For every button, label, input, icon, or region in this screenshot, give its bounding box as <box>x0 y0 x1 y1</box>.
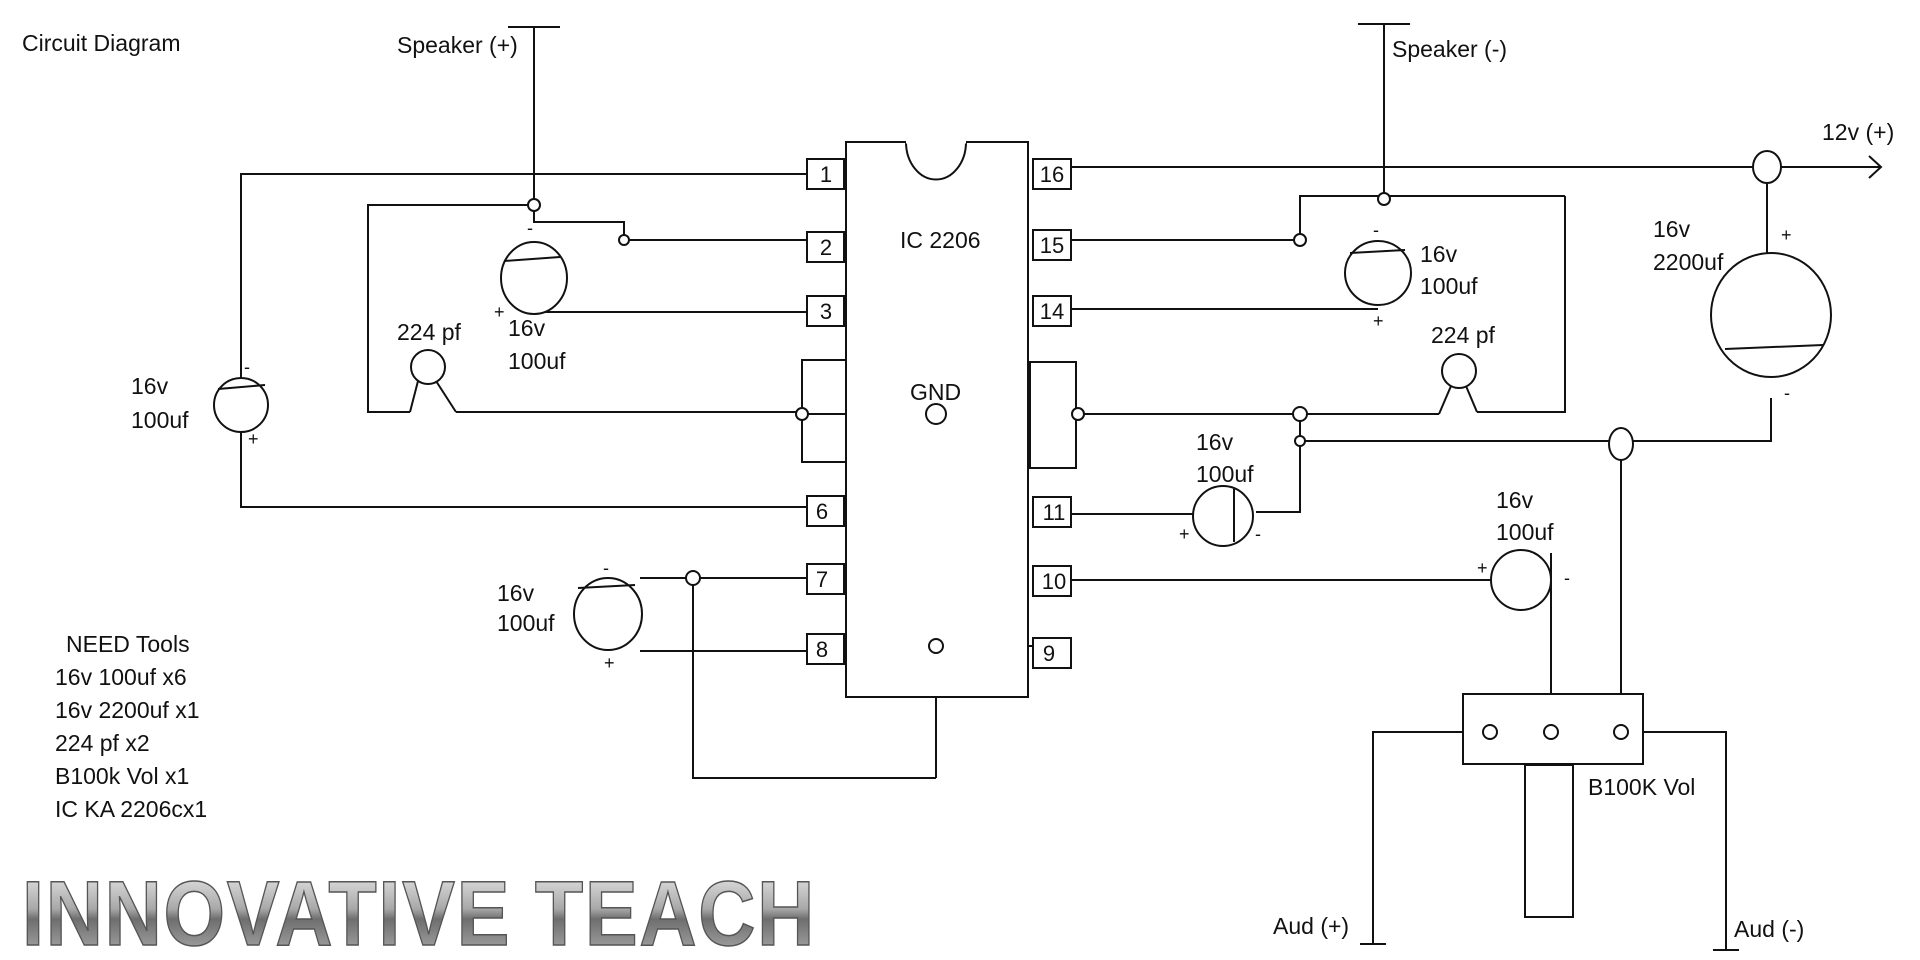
cap-pin10-voltage: 16v <box>1496 487 1534 513</box>
capacitor-right-pin11 <box>1192 485 1254 547</box>
cap-pin2-plus: + <box>494 302 505 322</box>
pin-11: 11 <box>1043 500 1066 525</box>
cap-pin10-plus: + <box>1477 558 1488 578</box>
cap-pin2-minus: - <box>527 218 533 238</box>
capacitor-right-pin10 <box>1490 549 1552 611</box>
capacitor-2200uf <box>1710 252 1832 378</box>
capacitor-left-pin2-pin3 <box>500 241 568 315</box>
cap-224-right-label: 224 pf <box>1431 322 1496 348</box>
pin-2: 2 <box>820 235 832 260</box>
tools-item-4: B100k Vol x1 <box>55 763 189 789</box>
tools-title: NEED Tools <box>66 631 190 657</box>
cap-left-value: 100uf <box>131 407 189 433</box>
cap-left-voltage: 16v <box>131 373 169 399</box>
cap-pin15-value: 100uf <box>1420 273 1478 299</box>
capacitor-left-pin1-pin6 <box>213 377 269 433</box>
pin-1: 1 <box>820 162 832 187</box>
pin-9: 9 <box>1043 641 1055 666</box>
cap-left-minus: - <box>244 357 250 377</box>
cap-pin2-value: 100uf <box>508 348 566 374</box>
cap-pin10-minus: - <box>1564 568 1570 588</box>
pin-10: 10 <box>1042 569 1066 594</box>
cap-pin7-minus: - <box>603 558 609 578</box>
potentiometer <box>1462 693 1644 918</box>
cap-pin15-plus: + <box>1373 311 1384 331</box>
pin-6: 6 <box>816 499 828 524</box>
junction-nodes <box>527 150 1782 654</box>
pin-8: 8 <box>816 637 828 662</box>
cap-pin7-value: 100uf <box>497 610 555 636</box>
cap-2200-value: 2200uf <box>1653 249 1724 275</box>
cap-224-left-label: 224 pf <box>397 319 462 345</box>
cap-pin11-value: 100uf <box>1196 461 1254 487</box>
pin-3: 3 <box>820 299 832 324</box>
speaker-positive-label: Speaker (+) <box>397 32 518 58</box>
cap-2200-minus: - <box>1784 383 1790 403</box>
page-title: Circuit Diagram <box>22 30 180 56</box>
tools-item-2: 16v 2200uf x1 <box>55 697 200 723</box>
audio-negative-label: Aud (-) <box>1734 916 1804 942</box>
capacitor-left-pin7-pin8 <box>573 577 643 651</box>
cap-pin11-voltage: 16v <box>1196 429 1234 455</box>
cap-pin2-voltage: 16v <box>508 315 546 341</box>
cap-2200-plus: + <box>1781 225 1792 245</box>
pin-14: 14 <box>1040 299 1064 324</box>
ic-chip <box>845 140 1077 698</box>
pin-boxes-right <box>1032 158 1072 669</box>
cap-pin7-voltage: 16v <box>497 580 535 606</box>
cap-pin15-voltage: 16v <box>1420 241 1458 267</box>
tools-item-5: IC KA 2206cx1 <box>55 796 207 822</box>
supply-label: 12v (+) <box>1822 119 1894 145</box>
cap-pin15-minus: - <box>1373 220 1379 240</box>
cap-pin10-value: 100uf <box>1496 519 1554 545</box>
gnd-label: GND <box>910 379 961 405</box>
cap-left-plus: + <box>248 429 259 449</box>
tools-item-3: 224 pf x2 <box>55 730 150 756</box>
tools-item-1: 16v 100uf x6 <box>55 664 187 690</box>
pin-16: 16 <box>1040 162 1064 187</box>
audio-positive-label: Aud (+) <box>1273 913 1349 939</box>
cap-2200-voltage: 16v <box>1653 216 1691 242</box>
cap-pin11-minus: - <box>1255 524 1261 544</box>
capacitor-224pf-left <box>409 349 457 413</box>
ic-label: IC 2206 <box>900 227 981 253</box>
capacitor-224pf-right <box>1438 353 1478 415</box>
speaker-negative-label: Speaker (-) <box>1392 36 1507 62</box>
cap-pin11-plus: + <box>1179 524 1190 544</box>
pin-boxes-left <box>806 158 845 665</box>
pin-7: 7 <box>816 567 828 592</box>
potentiometer-label: B100K Vol <box>1588 774 1695 800</box>
pin-15: 15 <box>1040 233 1064 258</box>
cap-pin7-plus: + <box>604 653 615 673</box>
brand-logo: INNOVATIVE TEACH <box>22 863 816 960</box>
capacitor-right-pin15-pin14 <box>1344 240 1412 306</box>
